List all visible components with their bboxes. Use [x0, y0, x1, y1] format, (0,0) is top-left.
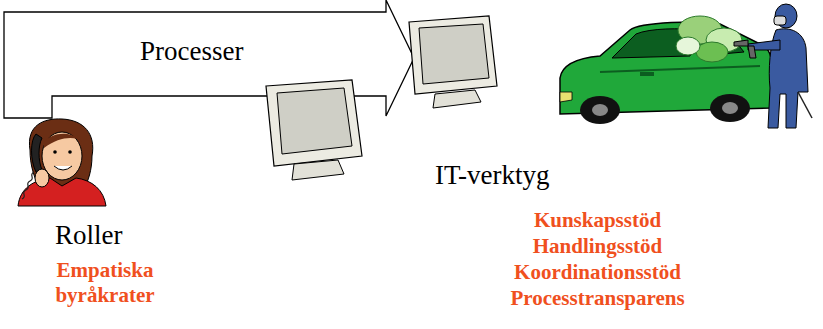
feature-label: Kunskapsstöd — [455, 208, 740, 232]
feature-label: Processtransparens — [455, 286, 740, 310]
feature-label: Koordinationsstöd — [455, 260, 740, 284]
feature-label: Empatiska byråkrater — [30, 258, 180, 308]
spray-painter — [734, 4, 812, 128]
process-label: Processer — [140, 36, 243, 67]
process-arrow: Processer — [0, 0, 430, 125]
feature-label: Handlingsstöd — [455, 234, 740, 258]
monitor — [409, 16, 497, 108]
monitor — [266, 80, 362, 180]
woman-on-phone — [18, 119, 106, 206]
section-heading: IT-verktyg — [435, 160, 549, 191]
section-heading: Roller — [55, 220, 123, 251]
green-car — [560, 22, 773, 124]
paint-spray — [676, 16, 742, 62]
